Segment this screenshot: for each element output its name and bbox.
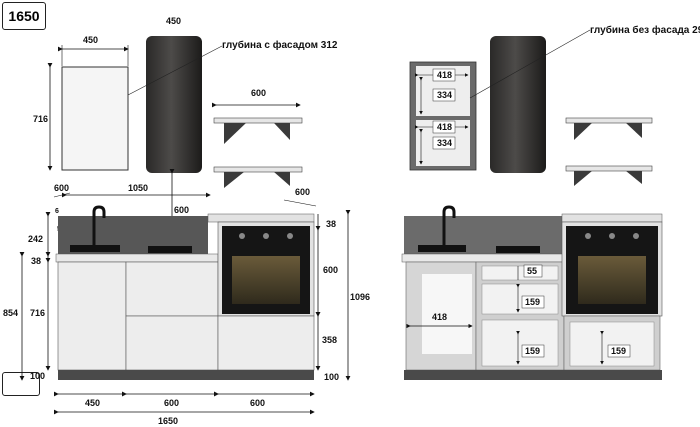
shelf-bracket [574, 123, 592, 140]
dim-sink-418: 418 [432, 312, 447, 322]
dim-cabinet-width: 450 [83, 35, 98, 45]
hob [148, 246, 192, 253]
oven-top-right [561, 213, 663, 223]
cooker-hood [146, 36, 202, 173]
oven-knob [633, 233, 639, 239]
sink-right [418, 245, 466, 252]
dim-shelf-width: 600 [251, 88, 266, 98]
shelf-right [565, 117, 653, 124]
note-leader [127, 45, 223, 96]
wall-cabinet [61, 66, 129, 171]
drawer-front-bottom [125, 315, 219, 371]
dim-drawer-159-c: 159 [611, 346, 626, 356]
shelf-bracket [574, 171, 592, 186]
dim-w-600-b: 600 [250, 398, 265, 408]
dim-6: 6 [55, 208, 59, 215]
plinth-right [404, 370, 662, 380]
dim-top-1050: 1050 [128, 183, 148, 193]
dim-854: 854 [3, 308, 18, 318]
dim-242: 242 [28, 234, 43, 244]
dim-w-total: 1650 [158, 416, 178, 426]
dim-716: 716 [30, 308, 45, 318]
dim-358: 358 [322, 335, 337, 345]
dim-hood-width: 450 [166, 16, 181, 26]
dim-334-top: 334 [437, 90, 452, 100]
faucet-right [442, 205, 456, 245]
dim-gap: 600 [174, 205, 189, 215]
drawer-box [481, 283, 559, 315]
label-bg [432, 120, 456, 134]
shelf-bracket [224, 172, 244, 188]
label-bg [432, 136, 456, 150]
dim-334-bot: 334 [437, 138, 452, 148]
door-450 [57, 261, 127, 371]
dim-line [283, 199, 317, 207]
faucet [92, 205, 106, 245]
dim-drawer-159-b: 159 [525, 346, 540, 356]
dim-100-left: 100 [30, 371, 45, 381]
dim-w-450: 450 [85, 398, 100, 408]
hob-right [496, 246, 540, 253]
dim-100-right: 100 [324, 372, 339, 382]
shelf [213, 117, 303, 124]
oven-knob [585, 233, 591, 239]
label-bg [521, 295, 545, 309]
dim-top-right: 600 [295, 187, 310, 197]
countertop-right [401, 253, 567, 263]
drawer-box [569, 321, 655, 367]
title-label: 1650 [2, 2, 46, 30]
label-bg [607, 344, 631, 358]
countertop [55, 253, 219, 263]
oven-glass-right [578, 256, 646, 304]
label-bg [523, 264, 543, 278]
corner-box [2, 372, 40, 396]
label-bg [521, 344, 545, 358]
shelf-bracket [626, 123, 642, 138]
label-bg [432, 88, 456, 102]
drawer-box [481, 319, 559, 367]
shelf-bracket [224, 123, 246, 144]
shelf-right [565, 165, 653, 172]
dim-38-left: 38 [31, 256, 41, 266]
cooker-hood-right [490, 36, 546, 173]
dim-drawer-159-a: 159 [525, 297, 540, 307]
dim-418-top: 418 [437, 70, 452, 80]
dim-600-right: 600 [323, 265, 338, 275]
dim-38-right: 38 [326, 219, 336, 229]
dim-top-left: 600 [54, 183, 69, 193]
oven-knob [239, 233, 245, 239]
oven-glass [232, 256, 300, 304]
dim-1096: 1096 [350, 292, 370, 302]
shelf [213, 166, 303, 173]
shelf-bracket [274, 123, 290, 140]
oven-top [207, 213, 315, 223]
dim-cabinet-height: 716 [33, 114, 48, 124]
label-bg [432, 68, 456, 82]
oven-knob [287, 233, 293, 239]
shelf-bracket [274, 172, 290, 186]
sink [70, 245, 120, 252]
shelf-bracket [626, 171, 642, 184]
note-right-depth: глубина без фасада 296 [590, 24, 700, 36]
drawer-front-top [125, 261, 219, 317]
open-sink-interior [422, 274, 472, 354]
dim-w-600-a: 600 [164, 398, 179, 408]
note-leader [469, 29, 591, 99]
drawer-box [481, 265, 559, 281]
oven-knob [609, 233, 615, 239]
dim-418-mid: 418 [437, 122, 452, 132]
dim-drawer-55: 55 [527, 266, 537, 276]
oven-knob [263, 233, 269, 239]
plinth [58, 370, 314, 380]
drawer-under-oven [217, 315, 315, 371]
note-left-depth: глубина с фасадом 312 [222, 39, 338, 51]
